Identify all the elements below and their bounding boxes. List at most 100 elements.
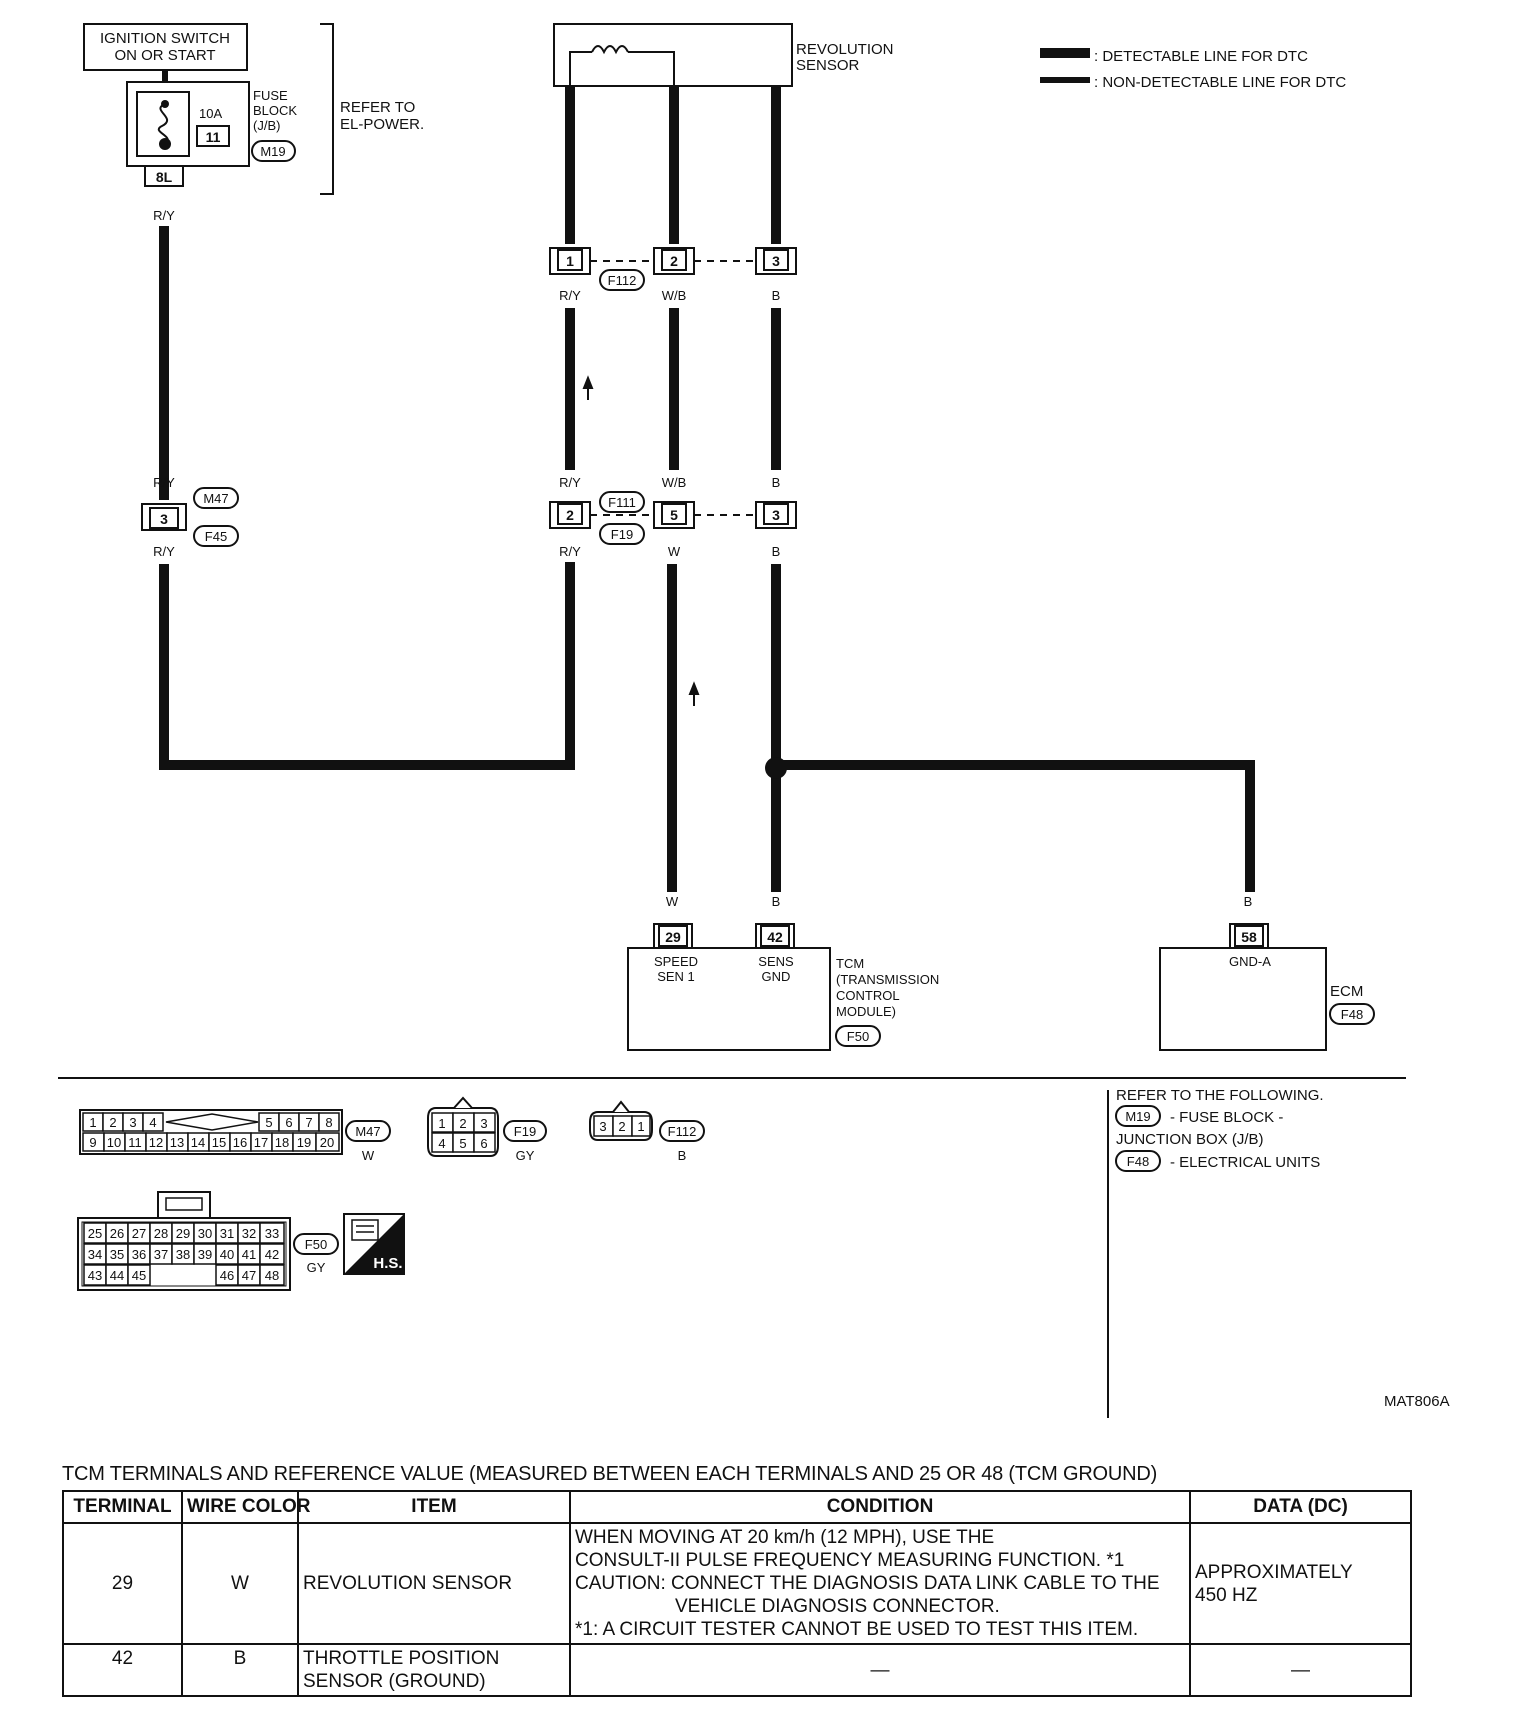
- m47-view-pin: 12: [149, 1135, 163, 1150]
- f19-view-id: F19: [514, 1124, 536, 1139]
- f19-id: F19: [611, 527, 633, 542]
- f50-view-pin: 31: [220, 1226, 234, 1241]
- f112-view-pin: 3: [599, 1119, 606, 1134]
- tcm-sens-line2: GND: [762, 969, 791, 984]
- row-wire-color: B: [181, 1643, 299, 1697]
- f50-view-pin: 35: [110, 1247, 124, 1262]
- f50-view-pin: 32: [242, 1226, 256, 1241]
- wire-color-f111-3: B: [772, 475, 781, 490]
- m47-badge: [193, 487, 239, 509]
- wiring-diagram: : DETECTABLE LINE FOR DTC : NON-DETECTAB…: [58, 23, 1450, 1418]
- refer-line2: EL-POWER.: [340, 116, 424, 133]
- tcm-name-line4: MODULE): [836, 1004, 896, 1019]
- refer-bracket: [320, 23, 334, 195]
- f50-view-pin: 26: [110, 1226, 124, 1241]
- legend-nondetectable-text: : NON-DETECTABLE LINE FOR DTC: [1094, 74, 1346, 91]
- f112-view-badge: [659, 1120, 705, 1142]
- fuse-block-connector-badge: [251, 140, 296, 162]
- ecm-name: ECM: [1330, 983, 1363, 1000]
- m47-view-pin: 19: [297, 1135, 311, 1150]
- f50-view-pin: 40: [220, 1247, 234, 1262]
- ignition-switch-line1: IGNITION SWITCH: [100, 30, 230, 47]
- ecm-connector-id: F48: [1341, 1007, 1363, 1022]
- row-wire-color: W: [181, 1522, 299, 1645]
- wire-color-ry-m47-bottom: R/Y: [153, 544, 175, 559]
- connector-f112: 1 2 3 F112: [549, 247, 797, 291]
- wire-color-f19-2: W: [668, 544, 681, 559]
- refer-m19-id: M19: [1125, 1109, 1150, 1124]
- signal-arrow-up-icon: [582, 375, 594, 400]
- f19-view-pin: 4: [438, 1136, 445, 1151]
- wire-color-f111-1: R/Y: [559, 475, 581, 490]
- m47-view-pin: 17: [254, 1135, 268, 1150]
- wire-color-ry-top: R/Y: [153, 208, 175, 223]
- tcm-speed-line1: SPEED: [654, 954, 698, 969]
- m47-view-pin: 3: [129, 1115, 136, 1130]
- fuse-block-line2: BLOCK: [253, 103, 297, 118]
- f112-view-pin: 2: [618, 1119, 625, 1134]
- f50-view-pin: 25: [88, 1226, 102, 1241]
- wire-color-f19-3: B: [772, 544, 781, 559]
- m47-view-pin: 6: [285, 1115, 292, 1130]
- header-terminal: TERMINAL: [62, 1490, 183, 1524]
- header-item: ITEM: [297, 1490, 571, 1524]
- f50-view-pin: 42: [265, 1247, 279, 1262]
- connector-view-m47: 1 2 3 4 5 6 7 8 9 10 11 12: [79, 1109, 391, 1163]
- wire-color-f19-1: R/Y: [559, 544, 581, 559]
- f50-view-pin: 27: [132, 1226, 146, 1241]
- m47-view-pin: 20: [320, 1135, 334, 1150]
- legend: : DETECTABLE LINE FOR DTC : NON-DETECTAB…: [1040, 48, 1346, 91]
- fuse-block-connector-id: M19: [260, 144, 285, 159]
- f19-pin-5: 5: [670, 507, 678, 523]
- condition-line: WHEN MOVING AT 20 km/h (12 MPH), USE THE: [575, 1527, 995, 1548]
- row-item: THROTTLE POSITION SENSOR (GROUND): [297, 1643, 571, 1697]
- row-data-line2: 450 HZ: [1195, 1584, 1258, 1606]
- wire-color-f112-2: W/B: [662, 288, 687, 303]
- refer-line1: REFER TO: [340, 99, 415, 116]
- f50-view-pin: 44: [110, 1268, 124, 1283]
- row-condition: WHEN MOVING AT 20 km/h (12 MPH), USE THE…: [569, 1522, 1191, 1645]
- row-terminal: 42: [62, 1643, 183, 1697]
- tcm-sens-line1: SENS: [758, 954, 794, 969]
- f112-view-id: F112: [668, 1124, 697, 1139]
- f50-view-pin: 30: [198, 1226, 212, 1241]
- connector-view-f50: 25 26 27 28 29 30 31 32 33 34 35 36: [77, 1191, 339, 1291]
- wire-color-tcm-29: W: [666, 894, 679, 909]
- f50-view-pin: 38: [176, 1247, 190, 1262]
- fuse-block: 10A 11 FUSE BLOCK (J/B) M19: [126, 81, 297, 167]
- refer-m19-text1: - FUSE BLOCK -: [1170, 1109, 1283, 1126]
- m47-view-pin: 13: [170, 1135, 184, 1150]
- f50-view-color: GY: [307, 1260, 326, 1275]
- m47-view-row2: 9 10 11 12 13 14 15 16 17 18 19 20: [82, 1132, 340, 1152]
- wire-ry-m47-to-f19: [159, 562, 575, 770]
- f19-view-pin: 2: [459, 1116, 466, 1131]
- f112-pin-2: 2: [670, 253, 678, 269]
- fuse-rating: 10A: [199, 106, 222, 121]
- m47-view-pin: 14: [191, 1135, 205, 1150]
- hs-connector-glyph: [351, 1219, 379, 1241]
- ignition-switch-line2: ON OR START: [114, 47, 215, 64]
- m47-view-pin: 5: [265, 1115, 272, 1130]
- table-title: TCM TERMINALS AND REFERENCE VALUE (MEASU…: [62, 1463, 1158, 1485]
- m47-view-row1: 1 2 3 4 5 6 7 8: [82, 1112, 340, 1132]
- ecm-module: 58 GND-A ECM F48: [1159, 923, 1375, 1051]
- f50-view-pin: 48: [265, 1268, 279, 1283]
- wire-color-f111-2: W/B: [662, 475, 687, 490]
- m47-pin-3: 3: [160, 511, 168, 527]
- f50-view-pin: 28: [154, 1226, 168, 1241]
- refer-f48-badge: [1115, 1150, 1161, 1172]
- legend-detectable-swatch: [1040, 48, 1090, 58]
- header-wire-color: WIRE COLOR: [181, 1490, 311, 1524]
- fuse-block-line3: (J/B): [253, 118, 280, 133]
- f19-badge: [599, 523, 645, 545]
- legend-detectable-text: : DETECTABLE LINE FOR DTC: [1094, 48, 1308, 65]
- f45-id: F45: [205, 529, 227, 544]
- f112-badge: [599, 269, 645, 291]
- row-item: REVOLUTION SENSOR: [297, 1522, 571, 1645]
- f50-view-pin: 45: [132, 1268, 146, 1283]
- m47-view-pin: 15: [212, 1135, 226, 1150]
- fuse-bottom-terminal: [159, 138, 171, 150]
- refer-m19-text2: JUNCTION BOX (J/B): [1116, 1131, 1264, 1148]
- tcm-speed-line2: SEN 1: [657, 969, 695, 984]
- f50-view-pin: 37: [154, 1247, 168, 1262]
